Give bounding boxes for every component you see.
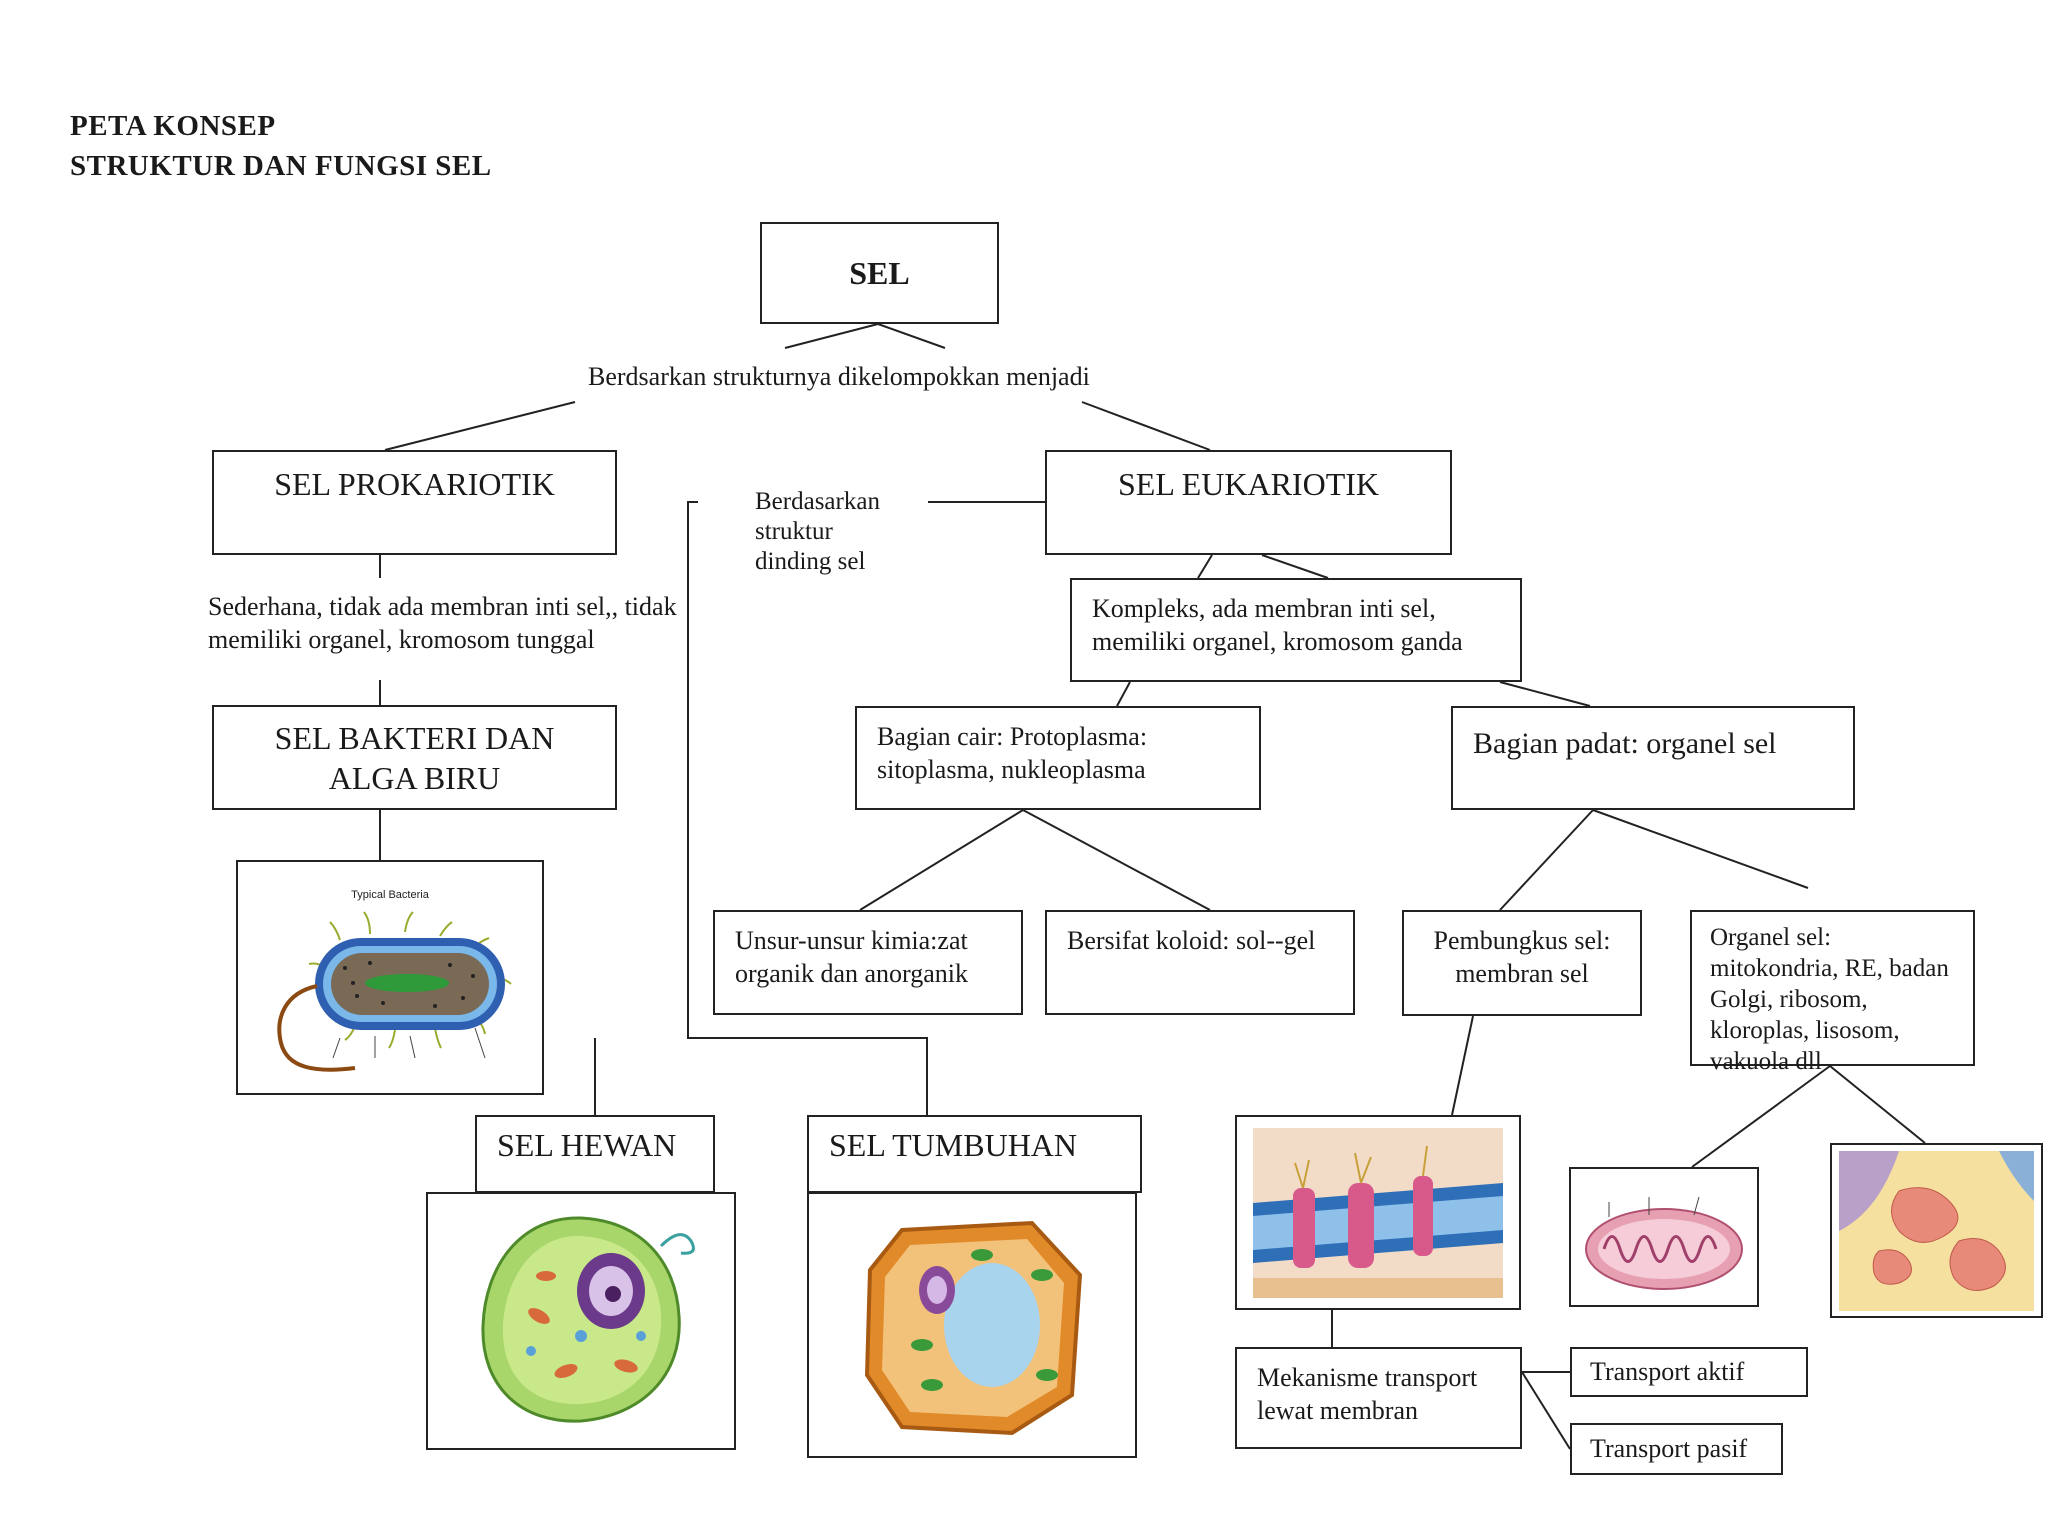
node-sel-hewan: SEL HEWAN (475, 1115, 715, 1193)
page-subtitle: STRUKTUR DAN FUNGSI SEL (70, 150, 492, 182)
node-eukariotik: SEL EUKARIOTIK (1045, 450, 1452, 555)
page-title: PETA KONSEP (70, 110, 276, 142)
node-transport-aktif: Transport aktif (1570, 1347, 1808, 1397)
node-sel-tumbuhan: SEL TUMBUHAN (807, 1115, 1142, 1193)
node-unsur-kimia: Unsur-unsur kimia:zat organik dan anorga… (713, 910, 1023, 1015)
node-koloid: Bersifat koloid: sol--gel (1045, 910, 1355, 1015)
cell-membrane-icon (1253, 1127, 1503, 1298)
mitochondria-image (1569, 1167, 1759, 1307)
label-dinding-sel: Berdasarkan struktur dinding sel (755, 488, 880, 575)
label-grouping: Berdsarkan strukturnya dikelompokkan men… (588, 362, 1090, 391)
node-bagian-cair: Bagian cair: Protoplasma: sitoplasma, nu… (855, 706, 1261, 810)
plant-cell-icon (864, 1220, 1083, 1436)
bacteria-image: Typical Bacteria (236, 860, 544, 1095)
prokariotik-description: Sederhana, tidak ada membran inti sel,, … (208, 592, 677, 654)
membrane-image (1235, 1115, 1521, 1310)
golgi-er-image (1830, 1143, 2043, 1318)
animal-cell-icon (481, 1216, 695, 1423)
plant-cell-image (807, 1192, 1137, 1458)
node-prokariotik: SEL PROKARIOTIK (212, 450, 617, 555)
node-sel: SEL (760, 222, 999, 324)
node-organel-sel: Organel sel: mitokondria, RE, badan Golg… (1690, 910, 1975, 1075)
eukariotik-description: Kompleks, ada membran inti sel, memiliki… (1070, 578, 1522, 682)
node-bagian-padat: Bagian padat: organel sel (1451, 706, 1855, 810)
bacteria-icon: Typical Bacteria (277, 889, 512, 1072)
bacteria-caption: Typical Bacteria (351, 889, 430, 901)
mitochondria-icon (1585, 1196, 1743, 1290)
node-bakteri-alga: SEL BAKTERI DAN ALGA BIRU (212, 705, 617, 810)
animal-cell-image (426, 1192, 736, 1450)
node-mekanisme-transport: Mekanisme transport lewat membran (1235, 1347, 1522, 1449)
node-transport-pasif: Transport pasif (1570, 1423, 1783, 1475)
node-pembungkus-sel: Pembungkus sel: membran sel (1402, 910, 1642, 1016)
golgi-er-icon (1839, 1150, 2034, 1311)
